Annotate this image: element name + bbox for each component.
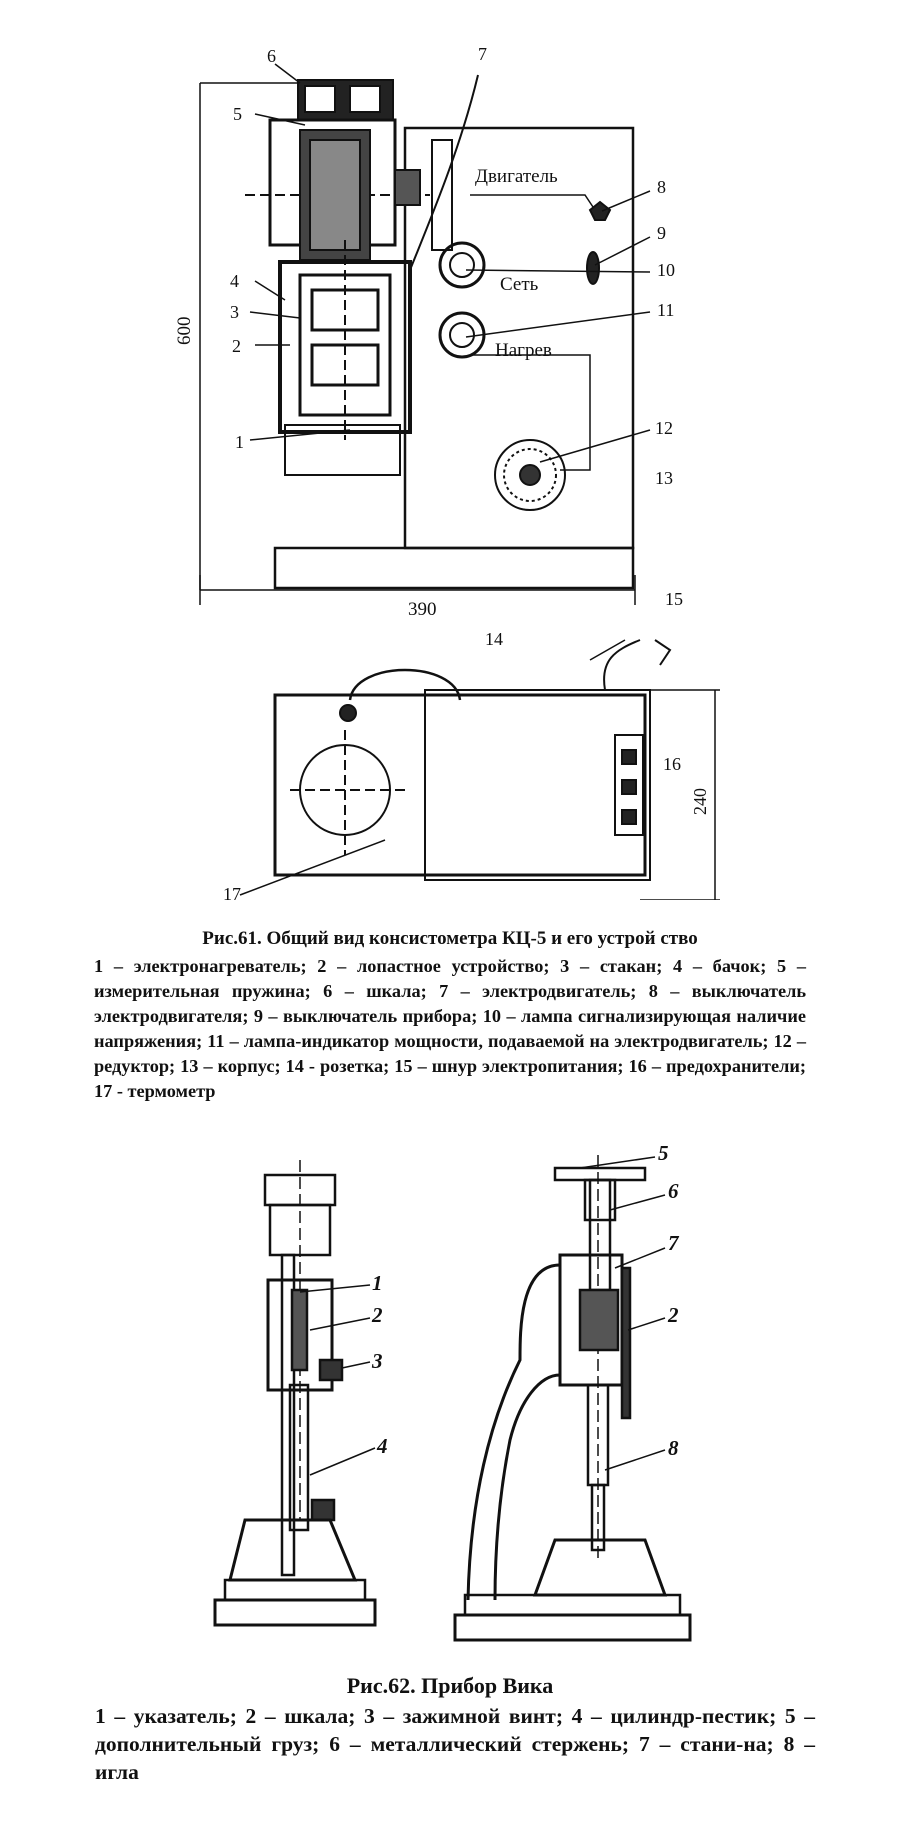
part-number-16: 16 xyxy=(663,754,681,774)
label-mains: Сеть xyxy=(500,274,539,295)
part-number-12: 12 xyxy=(655,418,673,438)
part-number-1: 1 xyxy=(235,432,244,452)
vicat-right-number-5: 5 xyxy=(658,1141,669,1165)
part-number-3: 3 xyxy=(230,302,239,322)
part-number-5: 5 xyxy=(233,104,242,124)
part-number-11: 11 xyxy=(657,300,674,320)
figure-62-caption-body: 1 – указатель; 2 – шкала; 3 – зажимной в… xyxy=(95,1704,815,1784)
figure-61-caption-title: Рис.61. Общий вид консистометра КЦ-5 и е… xyxy=(202,928,698,949)
vicat-right-number-6: 6 xyxy=(668,1179,679,1203)
label-motor: Двигатель xyxy=(475,166,558,187)
part-number-14: 14 xyxy=(485,629,503,649)
part-number-8: 8 xyxy=(657,177,666,197)
vicat-right-number-8: 8 xyxy=(668,1436,679,1460)
dim-height: 600 xyxy=(174,317,195,346)
vicat-right-number-2: 2 xyxy=(667,1303,679,1327)
part-number-2: 2 xyxy=(232,336,241,356)
vicat-left-number-4: 4 xyxy=(376,1434,388,1458)
part-number-15: 15 xyxy=(665,589,683,609)
label-heating: Нагрев xyxy=(495,340,552,361)
vicat-right-number-7: 7 xyxy=(668,1231,680,1255)
part-number-10: 10 xyxy=(657,260,675,280)
part-number-9: 9 xyxy=(657,223,666,243)
vicat-left-number-2: 2 xyxy=(371,1303,383,1327)
part-number-6: 6 xyxy=(267,46,276,66)
vicat-left-number-3: 3 xyxy=(371,1349,383,1373)
figure-62-caption-title: Рис.62. Прибор Вика xyxy=(346,1673,554,1698)
dim-depth: 240 xyxy=(690,788,710,815)
part-number-4: 4 xyxy=(230,271,239,291)
part-number-17: 17 xyxy=(223,884,241,900)
dim-width: 390 xyxy=(408,599,437,620)
part-number-13: 13 xyxy=(655,468,673,488)
vicat-left-number-1: 1 xyxy=(372,1271,383,1295)
part-number-7: 7 xyxy=(478,44,487,64)
figure-61-caption-body: 1 – электронагреватель; 2 – лопастное ус… xyxy=(94,956,806,1101)
figure-61-drawing: 600 390 240 Двигатель Сеть Нагрев 6 7 5 … xyxy=(174,44,720,900)
